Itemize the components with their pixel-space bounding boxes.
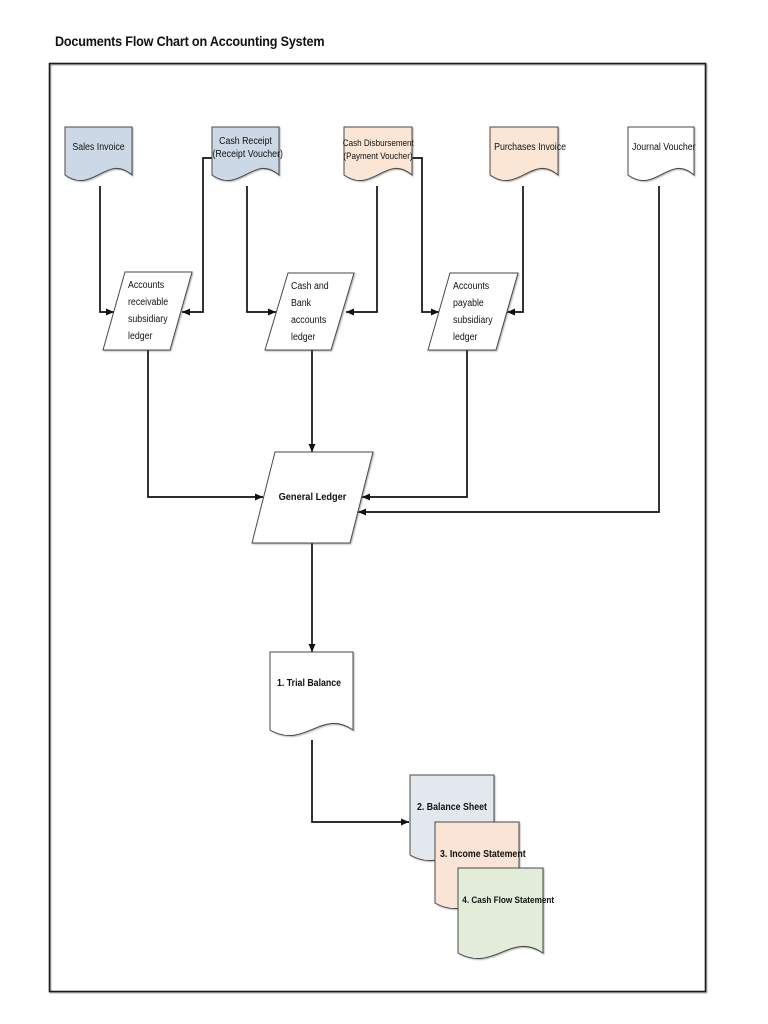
connector-ar-to-gl [147, 350, 263, 501]
journal-voucher-label: Journal Voucher [631, 142, 696, 153]
page-title: Documents Flow Chart on Accounting Syste… [55, 33, 325, 49]
connector-sales-to-ar [99, 186, 114, 316]
connector-ap-to-gl [362, 350, 468, 501]
cash-disbursement-doc [343, 126, 413, 182]
sales-invoice-doc [64, 126, 133, 182]
connector-purchases-to-ap [507, 186, 524, 316]
chart-border [48, 62, 707, 993]
output-documents [269, 651, 544, 959]
accounts-payable-ledger-label: Accounts payable subsidiary ledger [453, 281, 493, 343]
cash-disbursement-label: Cash Disbursement (Payment Voucher) [342, 138, 414, 161]
trial-balance-doc [269, 651, 354, 736]
connector-trial-balance-to-statements [311, 740, 409, 826]
connectors [99, 157, 660, 826]
purchases-invoice-doc [489, 126, 559, 182]
purchases-invoice-label: Purchases Invoice [494, 142, 566, 153]
cash-receipt-label: Cash Receipt (Receipt Voucher) [212, 136, 283, 160]
general-ledger-shape [251, 451, 374, 544]
income-statement-label: 3. Income Statement [440, 849, 526, 860]
ledger-shapes [102, 271, 519, 544]
trial-balance-label: 1. Trial Balance [277, 678, 342, 689]
general-ledger-label: General Ledger [278, 491, 347, 503]
connector-disbursement-to-ap [412, 157, 439, 316]
connector-receipt-to-cashbank [246, 186, 276, 316]
connector-receipt-to-ar [182, 157, 212, 316]
cash-flow-statement-label: 4. Cash Flow Statement [462, 895, 555, 905]
connector-disbursement-to-cashbank [346, 186, 378, 316]
cash-receipt-doc [211, 126, 280, 182]
connector-journal-to-gl [358, 186, 660, 516]
balance-sheet-label: 2. Balance Sheet [417, 802, 487, 813]
sales-invoice-label: Sales Invoice [72, 142, 125, 153]
cash-bank-ledger-shape [264, 272, 355, 351]
cash-bank-ledger-label: Cash and Bank accounts ledger [291, 281, 329, 343]
accounts-receivable-ledger-label: Accounts receivable subsidiary ledger [128, 280, 169, 342]
source-documents [64, 126, 695, 182]
journal-voucher-doc [627, 126, 695, 182]
accounts-payable-ledger-shape [427, 272, 519, 351]
cash-flow-statement-doc [457, 867, 544, 959]
accounts-receivable-ledger-shape [102, 271, 193, 351]
